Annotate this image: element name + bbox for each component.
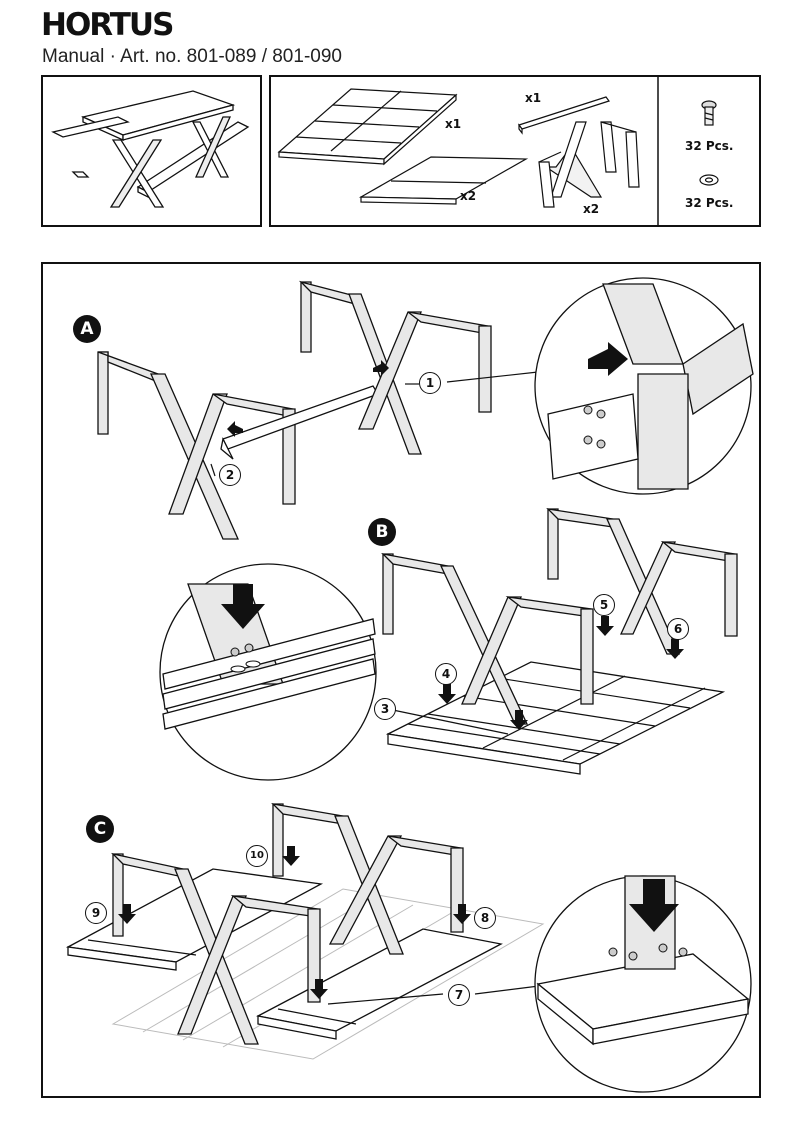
leg-frame-quantity: x2 [583,202,600,216]
bench-seat-part [358,156,529,200]
assembly-instructions: .fr { fill:#e8e8e8; stroke:#111; stroke-… [41,262,761,1098]
callout-9: 9 [85,902,107,924]
callout-6: 6 [667,618,689,640]
callout-7: 7 [448,984,470,1006]
crossbar-quantity: x1 [525,91,542,105]
brand-logo: HORTUS [41,7,174,43]
washers-quantity: 32 Pcs. [685,196,734,210]
callout-2: 2 [219,464,241,486]
bolt-icon [701,100,717,126]
assembled-table-overview [41,75,262,227]
manual-subtitle: Manual · Art. no. 801-089 / 801-090 [42,46,342,67]
bolts-quantity: 32 Pcs. [685,139,734,153]
bench-seat-quantity: x2 [460,189,477,203]
washer-icon [699,174,719,186]
assembly-illustration: .fr { fill:#e8e8e8; stroke:#111; stroke-… [65,277,754,1093]
tabletop-quantity: x1 [445,117,462,131]
callout-8: 8 [474,907,496,929]
picnic-table-illustration [51,90,250,208]
leg-frame-part [544,145,603,198]
callout-10: 10 [246,845,268,867]
step-b-badge: B [368,518,396,546]
callout-3: 3 [374,698,396,720]
step-a-badge: A [73,315,101,343]
callout-1: 1 [419,372,441,394]
parts-list: x1 x1 x2 x2 32 Pcs. 32 Pcs. [269,75,761,227]
parts-illustration [277,77,719,225]
step-c-drawing [65,803,752,1093]
callout-4: 4 [435,663,457,685]
step-c-badge: C [86,815,114,843]
step-a-drawing [97,277,754,540]
step-b-drawing [159,508,738,781]
callout-5: 5 [593,594,615,616]
